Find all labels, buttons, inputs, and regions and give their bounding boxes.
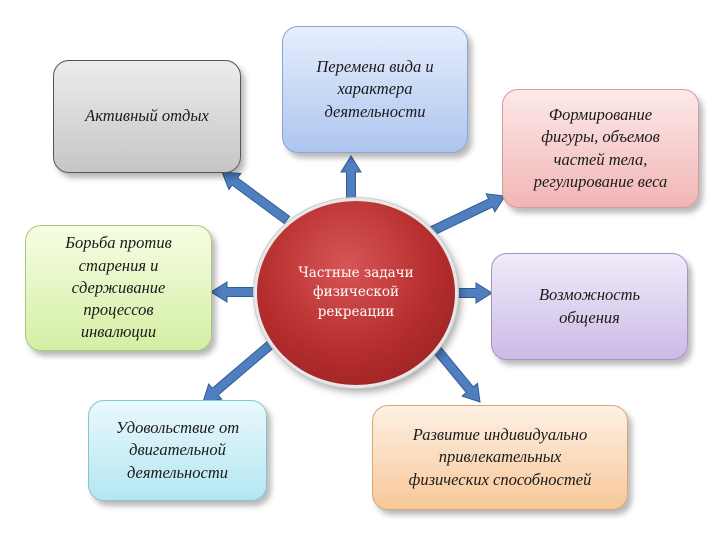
arrow-to-anti-aging [210, 281, 257, 303]
box-motor-pleasure-text: Удовольствие от двигательной деятельност… [115, 418, 240, 482]
arrow-to-active-rest [221, 171, 291, 225]
box-figure-shaping: Формирование фигуры, объемов частей тела… [502, 89, 699, 208]
box-change-activity: Перемена вида и характера деятельности [282, 26, 468, 153]
box-communication-text: Возможность общения [538, 285, 641, 327]
arrow-to-abilities [428, 341, 481, 403]
arrow-to-change-activity [340, 155, 362, 201]
box-abilities-text: Развитие индивидуально привлекательных ф… [408, 425, 592, 489]
arrow-to-figure-shaping [427, 193, 506, 237]
box-communication: Возможность общения [491, 253, 688, 360]
arrow-to-communication [451, 282, 493, 304]
center-circle-text: Частные задачи физической рекреации [298, 264, 414, 320]
box-motor-pleasure: Удовольствие от двигательной деятельност… [88, 400, 267, 501]
arrow-group [202, 155, 506, 403]
arrow-to-motor-pleasure [202, 340, 274, 403]
box-active-rest-text: Активный отдых [85, 106, 209, 126]
box-change-activity-text: Перемена вида и характера деятельности [316, 57, 434, 121]
box-figure-shaping-text: Формирование фигуры, объемов частей тела… [533, 104, 668, 191]
box-active-rest: Активный отдых [53, 60, 241, 173]
box-anti-aging-text: Борьба против старения и сдерживание про… [65, 233, 172, 342]
box-anti-aging: Борьба против старения и сдерживание про… [25, 225, 212, 351]
box-abilities: Развитие индивидуально привлекательных ф… [372, 405, 628, 510]
center-circle: Частные задачи физической рекреации [254, 198, 458, 388]
